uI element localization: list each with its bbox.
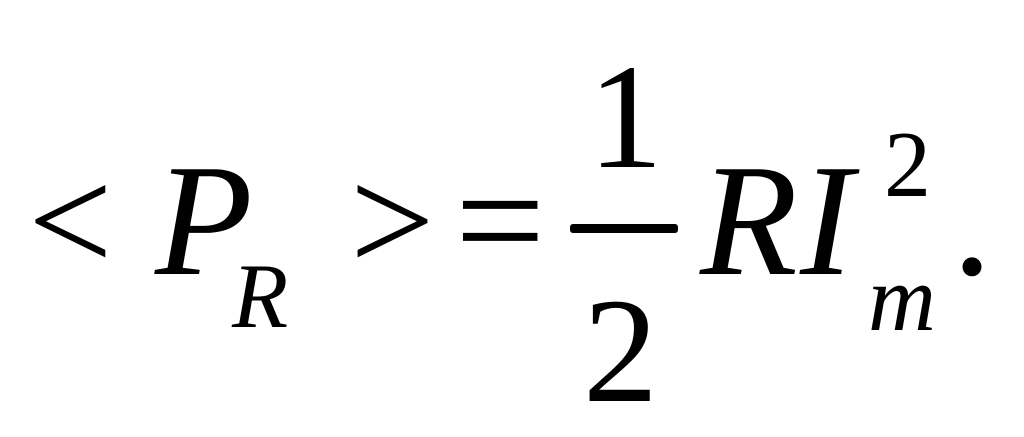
current-subscript: m [868, 247, 936, 351]
current-exponent: 2 [884, 113, 931, 217]
resistance-symbol: R [700, 131, 798, 309]
power-symbol: P [155, 131, 253, 309]
greater-than-bracket: > [350, 138, 435, 304]
fraction-numerator: 1 [588, 34, 663, 200]
equals-sign: = [455, 131, 546, 309]
fraction-bar [570, 224, 678, 233]
fraction-denominator: 2 [583, 268, 658, 434]
final-period: . [952, 131, 992, 309]
power-subscript: R [232, 245, 289, 347]
current-symbol: I [800, 131, 854, 309]
less-than-bracket: < [28, 138, 113, 304]
